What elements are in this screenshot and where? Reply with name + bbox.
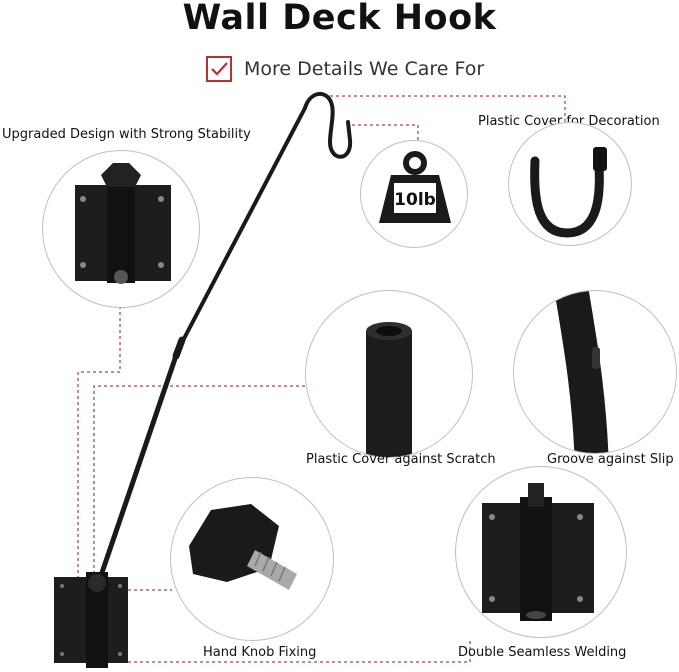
groove-circle	[513, 290, 677, 454]
welding-circle	[455, 466, 627, 638]
weight-label: 10lb	[394, 190, 436, 210]
label-hand-knob: Hand Knob Fixing	[203, 645, 317, 660]
decoration-circle	[508, 122, 632, 246]
page-title: Wall Deck Hook	[182, 0, 497, 38]
wall-hook-product	[91, 91, 353, 599]
stability-circle	[42, 150, 200, 308]
weight-icon	[379, 151, 451, 223]
mount-bracket-icon	[75, 163, 171, 284]
label-plastic-cover-scratch: Plastic Cover against Scratch	[306, 452, 496, 467]
hand-knob-circle	[170, 477, 334, 641]
label-plastic-cover-decoration: Plastic Cover for Decoration	[478, 114, 660, 129]
label-groove: Groove against Slip	[547, 452, 674, 467]
subtitle-row: More Details We Care For	[206, 54, 484, 84]
scratch-circle	[305, 290, 473, 458]
wall-base-plate	[54, 572, 128, 668]
hand-knob-icon	[189, 504, 297, 590]
pole-end-cap-icon	[366, 322, 412, 457]
checkmark-icon	[206, 56, 232, 82]
label-welding: Double Seamless Welding	[458, 645, 627, 660]
hook-tip-icon	[530, 147, 607, 238]
label-stability: Upgraded Design with Strong Stability	[2, 127, 251, 142]
weight-circle: 10lb	[360, 140, 468, 248]
welded-bracket-icon	[482, 483, 594, 621]
subtitle: More Details We Care For	[244, 58, 485, 80]
groove-pole-icon	[554, 291, 609, 453]
